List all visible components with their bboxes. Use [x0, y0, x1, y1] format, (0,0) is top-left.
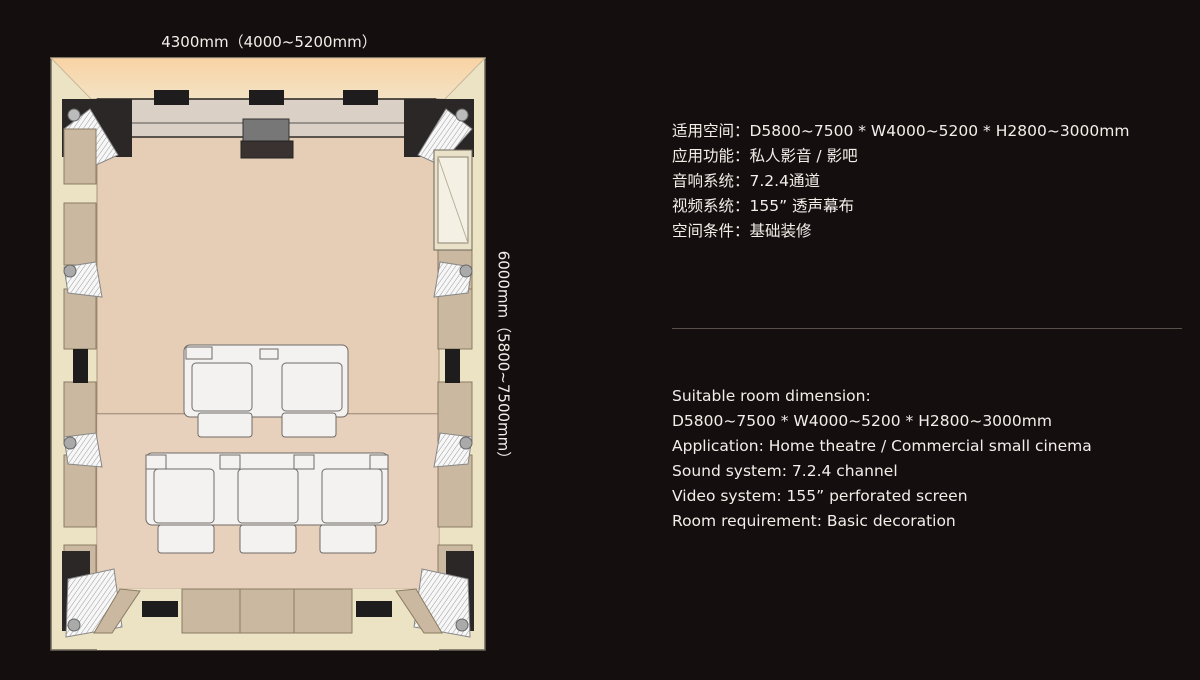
rear-panel-1	[181, 588, 241, 634]
front-row-seats	[183, 344, 349, 438]
spec-en-sound: Sound system: 7.2.4 channel	[672, 462, 898, 480]
rear-row-seats	[145, 452, 389, 554]
spec-cn-video: 视频系统：155” 透声幕布	[672, 197, 855, 215]
left-subwoofer	[73, 349, 88, 383]
rear-right-angled-panel	[395, 588, 443, 634]
left-surround-speaker-1	[63, 261, 103, 298]
projection-screen	[96, 98, 437, 159]
rear-panel-3	[293, 588, 353, 634]
left-panel-4	[63, 381, 97, 443]
right-panel-2	[437, 288, 473, 350]
front-left-speaker	[154, 90, 189, 105]
rear-left-subwoofer	[142, 601, 178, 617]
rear-right-subwoofer	[356, 601, 392, 617]
spec-en-dimension-title: Suitable room dimension:	[672, 387, 871, 405]
left-panel-3	[63, 288, 97, 350]
specs-chinese: 适用空间：D5800~7500 * W4000~5200 * H2800~300…	[672, 119, 1129, 244]
spec-en-dimension: D5800~7500 * W4000~5200 * H2800~3000mm	[672, 412, 1052, 430]
specs-english: Suitable room dimension: D5800~7500 * W4…	[672, 384, 1092, 534]
left-panel-5	[63, 454, 97, 528]
door	[433, 149, 473, 251]
left-panel-2	[63, 202, 97, 266]
spec-cn-application: 应用功能：私人影音 / 影吧	[672, 147, 858, 165]
section-divider	[672, 328, 1182, 329]
spec-cn-dimension: 适用空间：D5800~7500 * W4000~5200 * H2800~300…	[672, 122, 1130, 140]
spec-cn-sound: 音响系统：7.2.4通道	[672, 172, 820, 190]
rear-panel-2	[239, 588, 295, 634]
right-subwoofer	[445, 349, 460, 383]
right-surround-speaker-1	[433, 261, 473, 298]
right-surround-speaker-2	[433, 432, 473, 468]
room-width-label: 4300mm（4000~5200mm）	[161, 33, 377, 51]
rear-left-angled-panel	[93, 588, 141, 634]
left-surround-speaker-2	[63, 432, 103, 468]
spec-en-video: Video system: 155” perforated screen	[672, 487, 968, 505]
spec-cn-requirement: 空间条件：基础装修	[672, 222, 812, 240]
floor-plan	[50, 57, 486, 651]
left-panel-1	[63, 128, 97, 185]
spec-en-requirement: Room requirement: Basic decoration	[672, 512, 956, 530]
spec-en-application: Application: Home theatre / Commercial s…	[672, 437, 1092, 455]
room-depth-label: 6000mm（5800~7500mm）	[494, 250, 513, 467]
right-panel-4	[437, 454, 473, 528]
front-right-speaker	[343, 90, 378, 105]
center-speaker	[249, 90, 284, 105]
